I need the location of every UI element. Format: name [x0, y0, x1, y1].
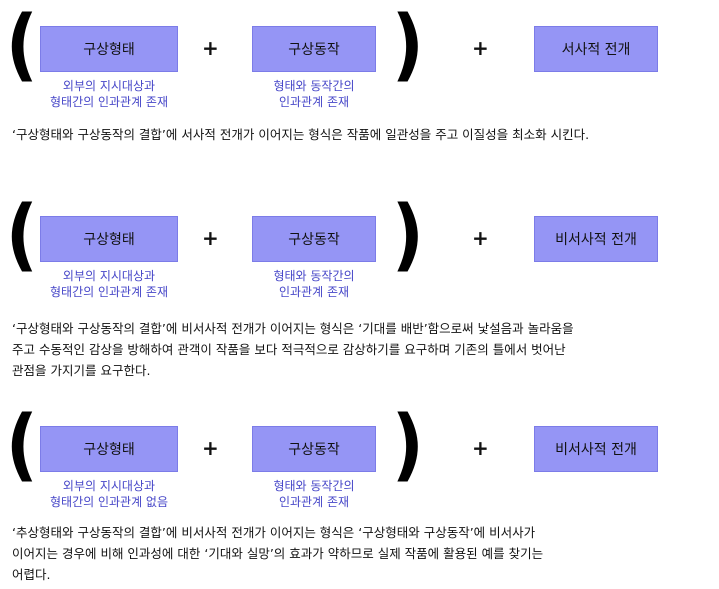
- plus-sign: +: [202, 226, 219, 250]
- note-line: 외부의 지시대상과: [62, 479, 156, 493]
- non-narrative-development-box: 비서사적 전개: [534, 426, 658, 472]
- description-line: 주고 수동적인 감상을 방해하여 관객이 작품을 보다 적극적으로 감상하기를 …: [12, 342, 566, 357]
- note-line: 형태간의 인과관계 없음: [49, 495, 169, 509]
- note-line: 형태와 동작간의: [273, 479, 355, 493]
- plus-sign: +: [472, 36, 489, 60]
- figurative-motion-box: 구상동작: [252, 216, 376, 262]
- note-line: 형태간의 인과관계 존재: [49, 95, 169, 109]
- description-line: ‘구상형태와 구상동작의 결합’에 비서사적 전개가 이어지는 형식은 ‘기대를…: [12, 321, 574, 336]
- note-line: 인과관계 존재: [278, 495, 350, 509]
- description-line: ‘구상형태와 구상동작의 결합’에 서사적 전개가 이어지는 형식은 작품에 일…: [12, 127, 590, 142]
- plus-sign: +: [202, 436, 219, 460]
- close-parenthesis: ): [391, 400, 424, 490]
- form-relation-note: 외부의 지시대상과 형태간의 인과관계 없음: [40, 478, 178, 510]
- row-description: ‘구상형태와 구상동작의 결합’에 비서사적 전개가 이어지는 형식은 ‘기대를…: [12, 318, 574, 381]
- note-line: 형태와 동작간의: [273, 79, 355, 93]
- form-relation-note: 외부의 지시대상과 형태간의 인과관계 존재: [40, 268, 178, 300]
- note-line: 형태간의 인과관계 존재: [49, 285, 169, 299]
- close-parenthesis: ): [391, 190, 424, 280]
- motion-relation-note: 형태와 동작간의 인과관계 존재: [252, 268, 376, 300]
- open-parenthesis: (: [5, 400, 38, 490]
- description-line: 어렵다.: [12, 567, 51, 582]
- description-line: 관점을 가지기를 요구한다.: [12, 363, 151, 378]
- description-line: 이어지는 경우에 비해 인과성에 대한 ‘기대와 실망’의 효과가 약하므로 실…: [12, 546, 544, 561]
- narrative-development-box: 서사적 전개: [534, 26, 658, 72]
- plus-sign: +: [472, 436, 489, 460]
- note-line: 외부의 지시대상과: [62, 269, 156, 283]
- row-description: ‘구상형태와 구상동작의 결합’에 서사적 전개가 이어지는 형식은 작품에 일…: [12, 124, 589, 145]
- row-description: ‘추상형태와 구상동작의 결합’에 비서사적 전개가 이어지는 형식은 ‘구상형…: [12, 522, 543, 585]
- open-parenthesis: (: [5, 0, 38, 90]
- note-line: 외부의 지시대상과: [62, 79, 156, 93]
- form-relation-note: 외부의 지시대상과 형태간의 인과관계 존재: [40, 78, 178, 110]
- note-line: 인과관계 존재: [278, 95, 350, 109]
- figurative-form-box: 구상형태: [40, 426, 178, 472]
- plus-sign: +: [472, 226, 489, 250]
- description-line: ‘추상형태와 구상동작의 결합’에 비서사적 전개가 이어지는 형식은 ‘구상형…: [12, 525, 536, 540]
- figurative-form-box: 구상형태: [40, 26, 178, 72]
- motion-relation-note: 형태와 동작간의 인과관계 존재: [252, 78, 376, 110]
- note-line: 인과관계 존재: [278, 285, 350, 299]
- figurative-motion-box: 구상동작: [252, 26, 376, 72]
- open-parenthesis: (: [5, 190, 38, 280]
- note-line: 형태와 동작간의: [273, 269, 355, 283]
- figurative-form-box: 구상형태: [40, 216, 178, 262]
- figurative-motion-box: 구상동작: [252, 426, 376, 472]
- non-narrative-development-box: 비서사적 전개: [534, 216, 658, 262]
- motion-relation-note: 형태와 동작간의 인과관계 존재: [252, 478, 376, 510]
- close-parenthesis: ): [391, 0, 424, 90]
- plus-sign: +: [202, 36, 219, 60]
